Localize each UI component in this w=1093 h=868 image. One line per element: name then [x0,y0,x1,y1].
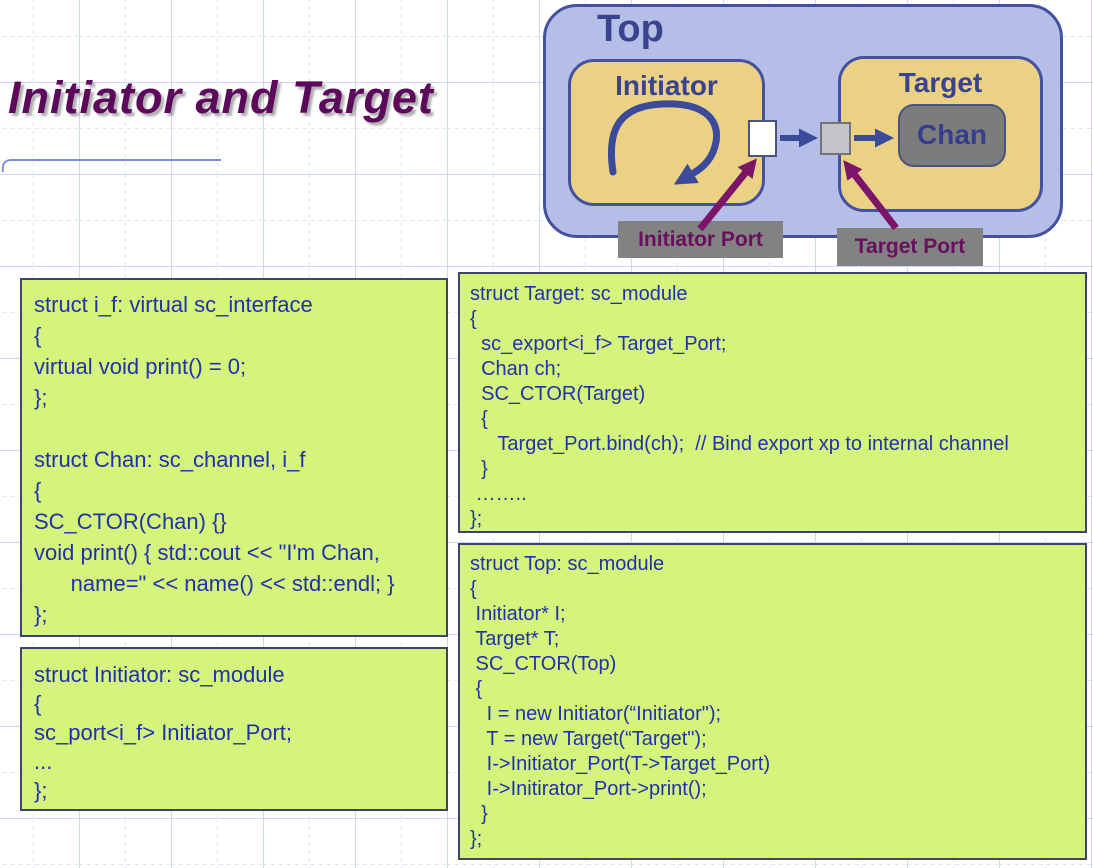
code-line: Target_Port.bind(ch); // Bind export xp … [470,433,1009,455]
target-port-square [820,122,851,155]
code-line: struct Initiator: sc_module [34,662,285,687]
code-line: ... [34,749,53,774]
target-port-label: Target Port [837,228,983,266]
initiator-port-square [748,120,777,157]
code-line: Initiator* I; [470,603,566,625]
code-box-initiator: struct Initiator: sc_module { sc_port<i_f>… [20,647,448,811]
code-line: { [470,578,477,600]
code-box-interface-chan: struct i_f: virtual sc_interface { virtual… [20,278,448,637]
code-line: }; [470,508,483,530]
code-line: { [470,408,488,430]
code-line: I->Initiator_Port(T->Target_Port) [470,753,771,775]
code-line: struct Chan: sc_channel, i_f [34,447,306,472]
initiator-port-label: Initiator Port [618,221,783,258]
initiator-module-label: Initiator [615,70,718,101]
code-box-top: struct Top: sc_module { Initiator* I; Tar… [458,543,1087,860]
code-line: { [34,691,42,716]
code-line: }; [470,828,483,850]
code-line: { [34,323,42,348]
code-box-target: struct Target: sc_module { sc_export<i_f>… [458,272,1087,533]
code-line: SC_CTOR(Chan) {} [34,509,227,534]
chan-channel-box: Chan [898,104,1006,167]
code-line: I->Initirator_Port->print(); [470,778,707,800]
code-line: void print() { std::cout << "I'm Chan, [34,540,380,565]
initiator-module-box: Initiator [568,59,765,206]
code-line: …….. [470,483,527,505]
code-line: }; [34,385,48,410]
code-line: sc_export<i_f> Target_Port; [470,333,727,355]
code-line: { [470,678,483,700]
code-line: Target* T; [470,628,560,650]
code-line: SC_CTOR(Top) [470,653,617,675]
code-line: } [470,458,488,480]
code-line: { [34,478,42,503]
code-line: name=" << name() << std::endl; } [34,571,395,596]
chan-label: Chan [917,119,987,150]
code-line: { [470,308,477,330]
top-module-label: Top [597,8,664,50]
code-line: struct i_f: virtual sc_interface [34,292,313,317]
code-line: virtual void print() = 0; [34,354,247,379]
code-line [34,413,446,444]
code-line: I = new Initiator(“Initiator"); [470,703,722,725]
code-line: struct Target: sc_module [470,283,688,305]
code-line: sc_port<i_f> Initiator_Port; [34,720,293,745]
code-line: }; [34,602,48,627]
code-line: struct Top: sc_module [470,553,665,575]
target-module-label: Target [898,67,983,98]
code-line: }; [34,778,48,803]
code-line: T = new Target(“Target"); [470,728,707,750]
page-title: Initiator and Target [8,72,434,123]
code-line: SC_CTOR(Target) [470,383,646,405]
code-line: Chan ch; [470,358,562,380]
code-line: } [470,803,488,825]
